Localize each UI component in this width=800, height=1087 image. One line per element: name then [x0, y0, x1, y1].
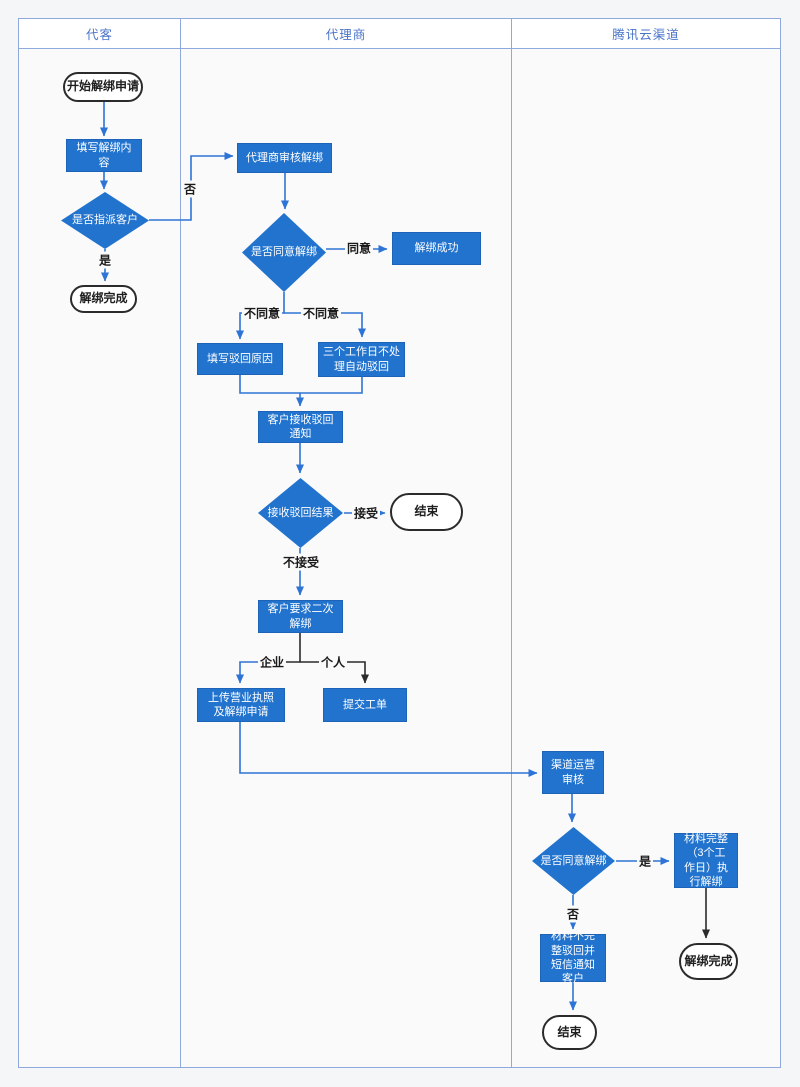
node-fill-reject-reason: 填写驳回原因 [197, 343, 283, 375]
edge-label-agree: 同意 [344, 239, 374, 257]
node-channel-operation-review: 渠道运营审核 [542, 751, 604, 794]
edge-label-enterprise: 企业 [257, 653, 287, 671]
node-unbind-success: 解绑成功 [392, 232, 481, 265]
lane-header-label: 代客 [85, 28, 113, 42]
node-agent-review-unbind: 代理商审核解绑 [237, 143, 332, 173]
node-upload-business-license: 上传营业执照及解绑申请 [197, 688, 285, 722]
lane-header-tencent-channel: 腾讯云渠道 [511, 18, 781, 49]
node-fill-unbind-content: 填写解绑内容 [66, 139, 142, 172]
node-unbind-done-customer: 解绑完成 [70, 285, 137, 313]
edge-merge-right [300, 377, 363, 394]
node-second-unbind-request: 客户要求二次解绑 [258, 600, 343, 633]
edge-label-disagree-right: 不同意 [300, 304, 342, 322]
lane-header-label: 腾讯云渠道 [612, 28, 680, 42]
edge-label-no-channel: 否 [564, 905, 582, 923]
lane-body-tencent-channel [511, 48, 781, 1068]
edge-label-accept: 接受 [351, 504, 381, 522]
edge-label-no: 否 [181, 180, 199, 198]
edge-label-personal: 个人 [318, 653, 348, 671]
node-auto-reject-3-days: 三个工作日不处理自动驳回 [318, 342, 405, 377]
node-material-complete-execute: 材料完整（3个工作日）执行解绑 [674, 833, 738, 888]
edge-enterprise [236, 661, 263, 684]
node-end-channel: 结束 [542, 1015, 597, 1050]
node-submit-ticket: 提交工单 [323, 688, 407, 722]
node-material-incomplete-reject: 材料不完整驳回并短信通知客户 [540, 930, 606, 985]
edge-label-yes: 是 [96, 251, 114, 269]
edge-label-disagree-left: 不同意 [241, 304, 283, 322]
edge-label-not-accept: 不接受 [280, 553, 322, 571]
node-unbind-done-channel: 解绑完成 [679, 943, 738, 980]
edge-label-yes-channel: 是 [636, 852, 654, 870]
node-end-agent: 结束 [390, 493, 463, 531]
edge-merge-left [239, 375, 300, 394]
edge-split-junction [284, 633, 301, 663]
lane-header-label: 代理商 [325, 28, 367, 42]
node-start-unbind-request: 开始解绑申请 [63, 72, 143, 102]
edge-upload-to-channel [239, 722, 538, 777]
lane-body-agent [180, 48, 512, 1068]
node-customer-receive-reject-notice: 客户接收驳回通知 [258, 411, 343, 443]
lane-header-customer: 代客 [18, 18, 181, 49]
